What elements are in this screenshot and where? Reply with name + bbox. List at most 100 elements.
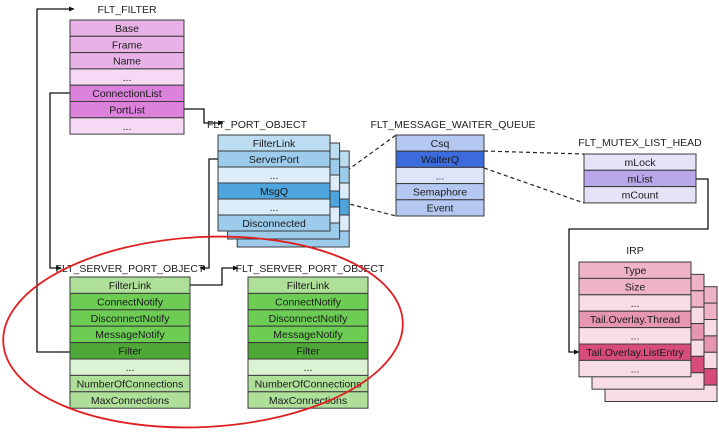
struct-title: FLT_MESSAGE_WAITER_QUEUE (370, 119, 535, 131)
field-label: Disconnected (242, 218, 306, 230)
struct-field: Size (578, 277, 692, 296)
field-label: Semaphore (413, 187, 467, 199)
struct-field: WaiterQ (395, 150, 485, 168)
field-label: Size (625, 281, 646, 293)
struct-field: Semaphore (395, 183, 485, 201)
link-mlist-to-irp-listentry (568, 178, 709, 355)
field-cell (578, 359, 692, 378)
field-label: FilterLink (253, 138, 296, 150)
field-label: MsgQ (260, 186, 288, 198)
field-label: Name (113, 56, 141, 68)
struct-field: FilterLink (247, 276, 369, 294)
struct-field: ... (217, 166, 331, 184)
field-label: ConnectNotify (97, 296, 164, 308)
field-label: DisconnectNotify (269, 313, 349, 325)
struct-title: FLT_MUTEX_LIST_HEAD (578, 137, 702, 149)
field-cell (69, 117, 185, 135)
field-cell (395, 199, 485, 217)
struct-field: ConnectionList (69, 84, 185, 102)
field-label: Tail.Overlay.ListEntry (586, 347, 685, 359)
field-label: MaxConnections (269, 395, 347, 407)
field-cell (217, 214, 331, 232)
struct-title: FLT_FILTER (97, 4, 157, 16)
struct-field: ... (217, 198, 331, 216)
field-label: DisconnectNotify (91, 313, 171, 325)
struct-field: ... (69, 117, 185, 135)
field-label: Filter (296, 346, 320, 358)
struct-field: ... (69, 68, 185, 86)
field-label: ... (270, 170, 279, 182)
struct-title: FLT_PORT_OBJECT (207, 119, 308, 131)
field-label: NumberOfConnections (77, 378, 184, 390)
struct-field: ... (578, 327, 692, 345)
struct-field: ServerPort (217, 150, 331, 168)
field-label: PortList (109, 104, 145, 116)
struct-title: FLT_SERVER_PORT_OBJECT (56, 263, 205, 275)
field-label: MessageNotify (273, 329, 343, 341)
struct-field: Base (69, 19, 185, 37)
struct-field: mCount (583, 186, 697, 204)
dash-msgq-to-waiter-bottom (329, 198, 397, 217)
struct-irp: IRPTypeSize...Tail.Overlay.Thread...Tail… (578, 245, 718, 403)
struct-title: FLT_SERVER_PORT_OBJECT (236, 263, 385, 275)
struct-field: ... (578, 359, 692, 378)
struct-field: NumberOfConnections (247, 374, 369, 393)
struct-field: ... (578, 294, 692, 312)
field-label: FilterLink (287, 280, 330, 292)
field-cell (69, 391, 191, 409)
struct-field: MessageNotify (247, 325, 369, 344)
struct-field: Type (578, 261, 692, 279)
struct-field: ... (247, 358, 369, 376)
field-label: ConnectionList (92, 88, 162, 100)
field-label: ... (270, 202, 279, 214)
field-label: Type (624, 265, 647, 277)
struct-field: MaxConnections (247, 391, 369, 409)
struct-field: ConnectNotify (69, 292, 191, 311)
struct-field: NumberOfConnections (69, 374, 191, 393)
struct-field: DisconnectNotify (247, 309, 369, 327)
struct-field: Frame (69, 35, 185, 54)
dash-waiterq-to-mutex-top (483, 150, 585, 155)
link-filter-to-flt-filter (36, 6, 75, 353)
struct-field: DisconnectNotify (69, 309, 191, 327)
struct-field: MaxConnections (69, 391, 191, 409)
field-label: Filter (118, 346, 142, 358)
link-portlist-to-port-object (184, 108, 224, 126)
struct-field: mList (583, 169, 697, 188)
field-label: ... (631, 363, 640, 375)
struct-title: IRP (626, 245, 644, 257)
field-label: Csq (431, 138, 450, 150)
field-label: ... (126, 362, 135, 374)
struct-field: Event (395, 199, 485, 217)
field-label: FilterLink (109, 280, 152, 292)
struct-field: FilterLink (69, 276, 191, 294)
struct-field: mLock (583, 153, 697, 171)
link-connectionlist-to-server-port (49, 92, 70, 271)
field-cell (583, 186, 697, 204)
struct-field: Filter (69, 342, 191, 360)
field-label: ... (436, 170, 445, 182)
field-label: MessageNotify (95, 329, 165, 341)
struct-field: ... (395, 166, 485, 185)
connectors (36, 6, 709, 355)
struct-field: FilterLink (217, 134, 331, 152)
link-serverport-to-server-port (199, 158, 218, 271)
field-label: Tail.Overlay.Thread (590, 314, 680, 326)
field-label: ... (304, 362, 313, 374)
struct-field: Csq (395, 134, 485, 152)
field-label: Base (115, 23, 139, 35)
field-label: NumberOfConnections (255, 378, 362, 390)
field-label: ServerPort (249, 154, 299, 166)
link-filterlink-to-next-server-port (190, 265, 239, 286)
field-label: MaxConnections (91, 395, 169, 407)
struct-field: Filter (247, 342, 369, 360)
struct-field: Disconnected (217, 214, 331, 232)
struct-flt-server-port-object-2: FLT_SERVER_PORT_OBJECTFilterLinkConnectN… (236, 263, 385, 409)
field-label: Frame (112, 39, 142, 51)
